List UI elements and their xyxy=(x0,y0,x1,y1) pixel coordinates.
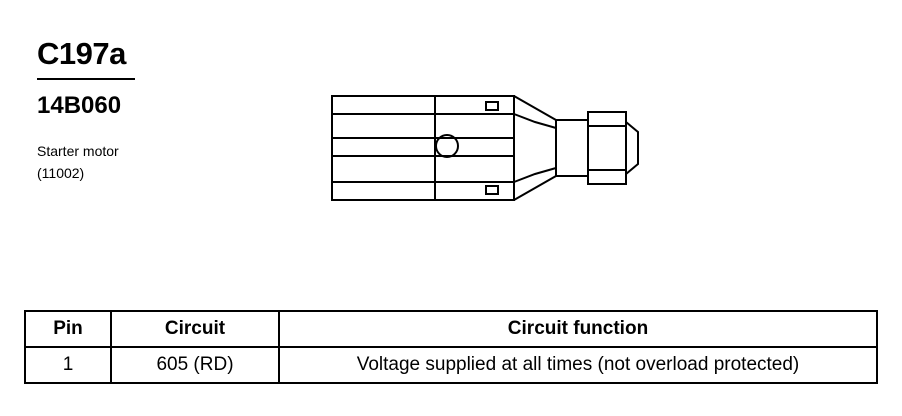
lower-tab-notch xyxy=(485,185,499,195)
connector-drawing xyxy=(331,95,639,201)
connector-id: C197a xyxy=(37,36,126,71)
taper-lower-outer xyxy=(513,175,557,201)
taper-lower-inner xyxy=(513,167,557,183)
cell-circuit-function: Voltage supplied at all times (not overl… xyxy=(278,346,878,384)
taper-upper-inner xyxy=(513,113,557,129)
cell-circuit: 605 (RD) xyxy=(110,346,280,384)
terminal-head xyxy=(587,111,627,185)
latch-circle xyxy=(435,134,459,158)
title-underline xyxy=(37,78,135,80)
table-row: 1 605 (RD) Voltage supplied at all times… xyxy=(24,346,878,384)
terminal-end-cap xyxy=(625,121,639,175)
taper-upper-outer xyxy=(513,95,557,121)
part-number: 14B060 xyxy=(37,92,122,119)
pin-table: Pin Circuit Circuit function 1 605 (RD) … xyxy=(24,310,878,384)
connector-housing xyxy=(331,95,515,201)
component-name: Starter motor xyxy=(37,143,119,159)
header-circuit: Circuit xyxy=(110,310,280,348)
component-reference: (11002) xyxy=(37,165,85,181)
connector-neck xyxy=(555,119,589,177)
table-header-row: Pin Circuit Circuit function xyxy=(24,310,878,348)
cell-pin: 1 xyxy=(24,346,112,384)
header-pin: Pin xyxy=(24,310,112,348)
header-circuit-function: Circuit function xyxy=(278,310,878,348)
upper-tab-notch xyxy=(485,101,499,111)
